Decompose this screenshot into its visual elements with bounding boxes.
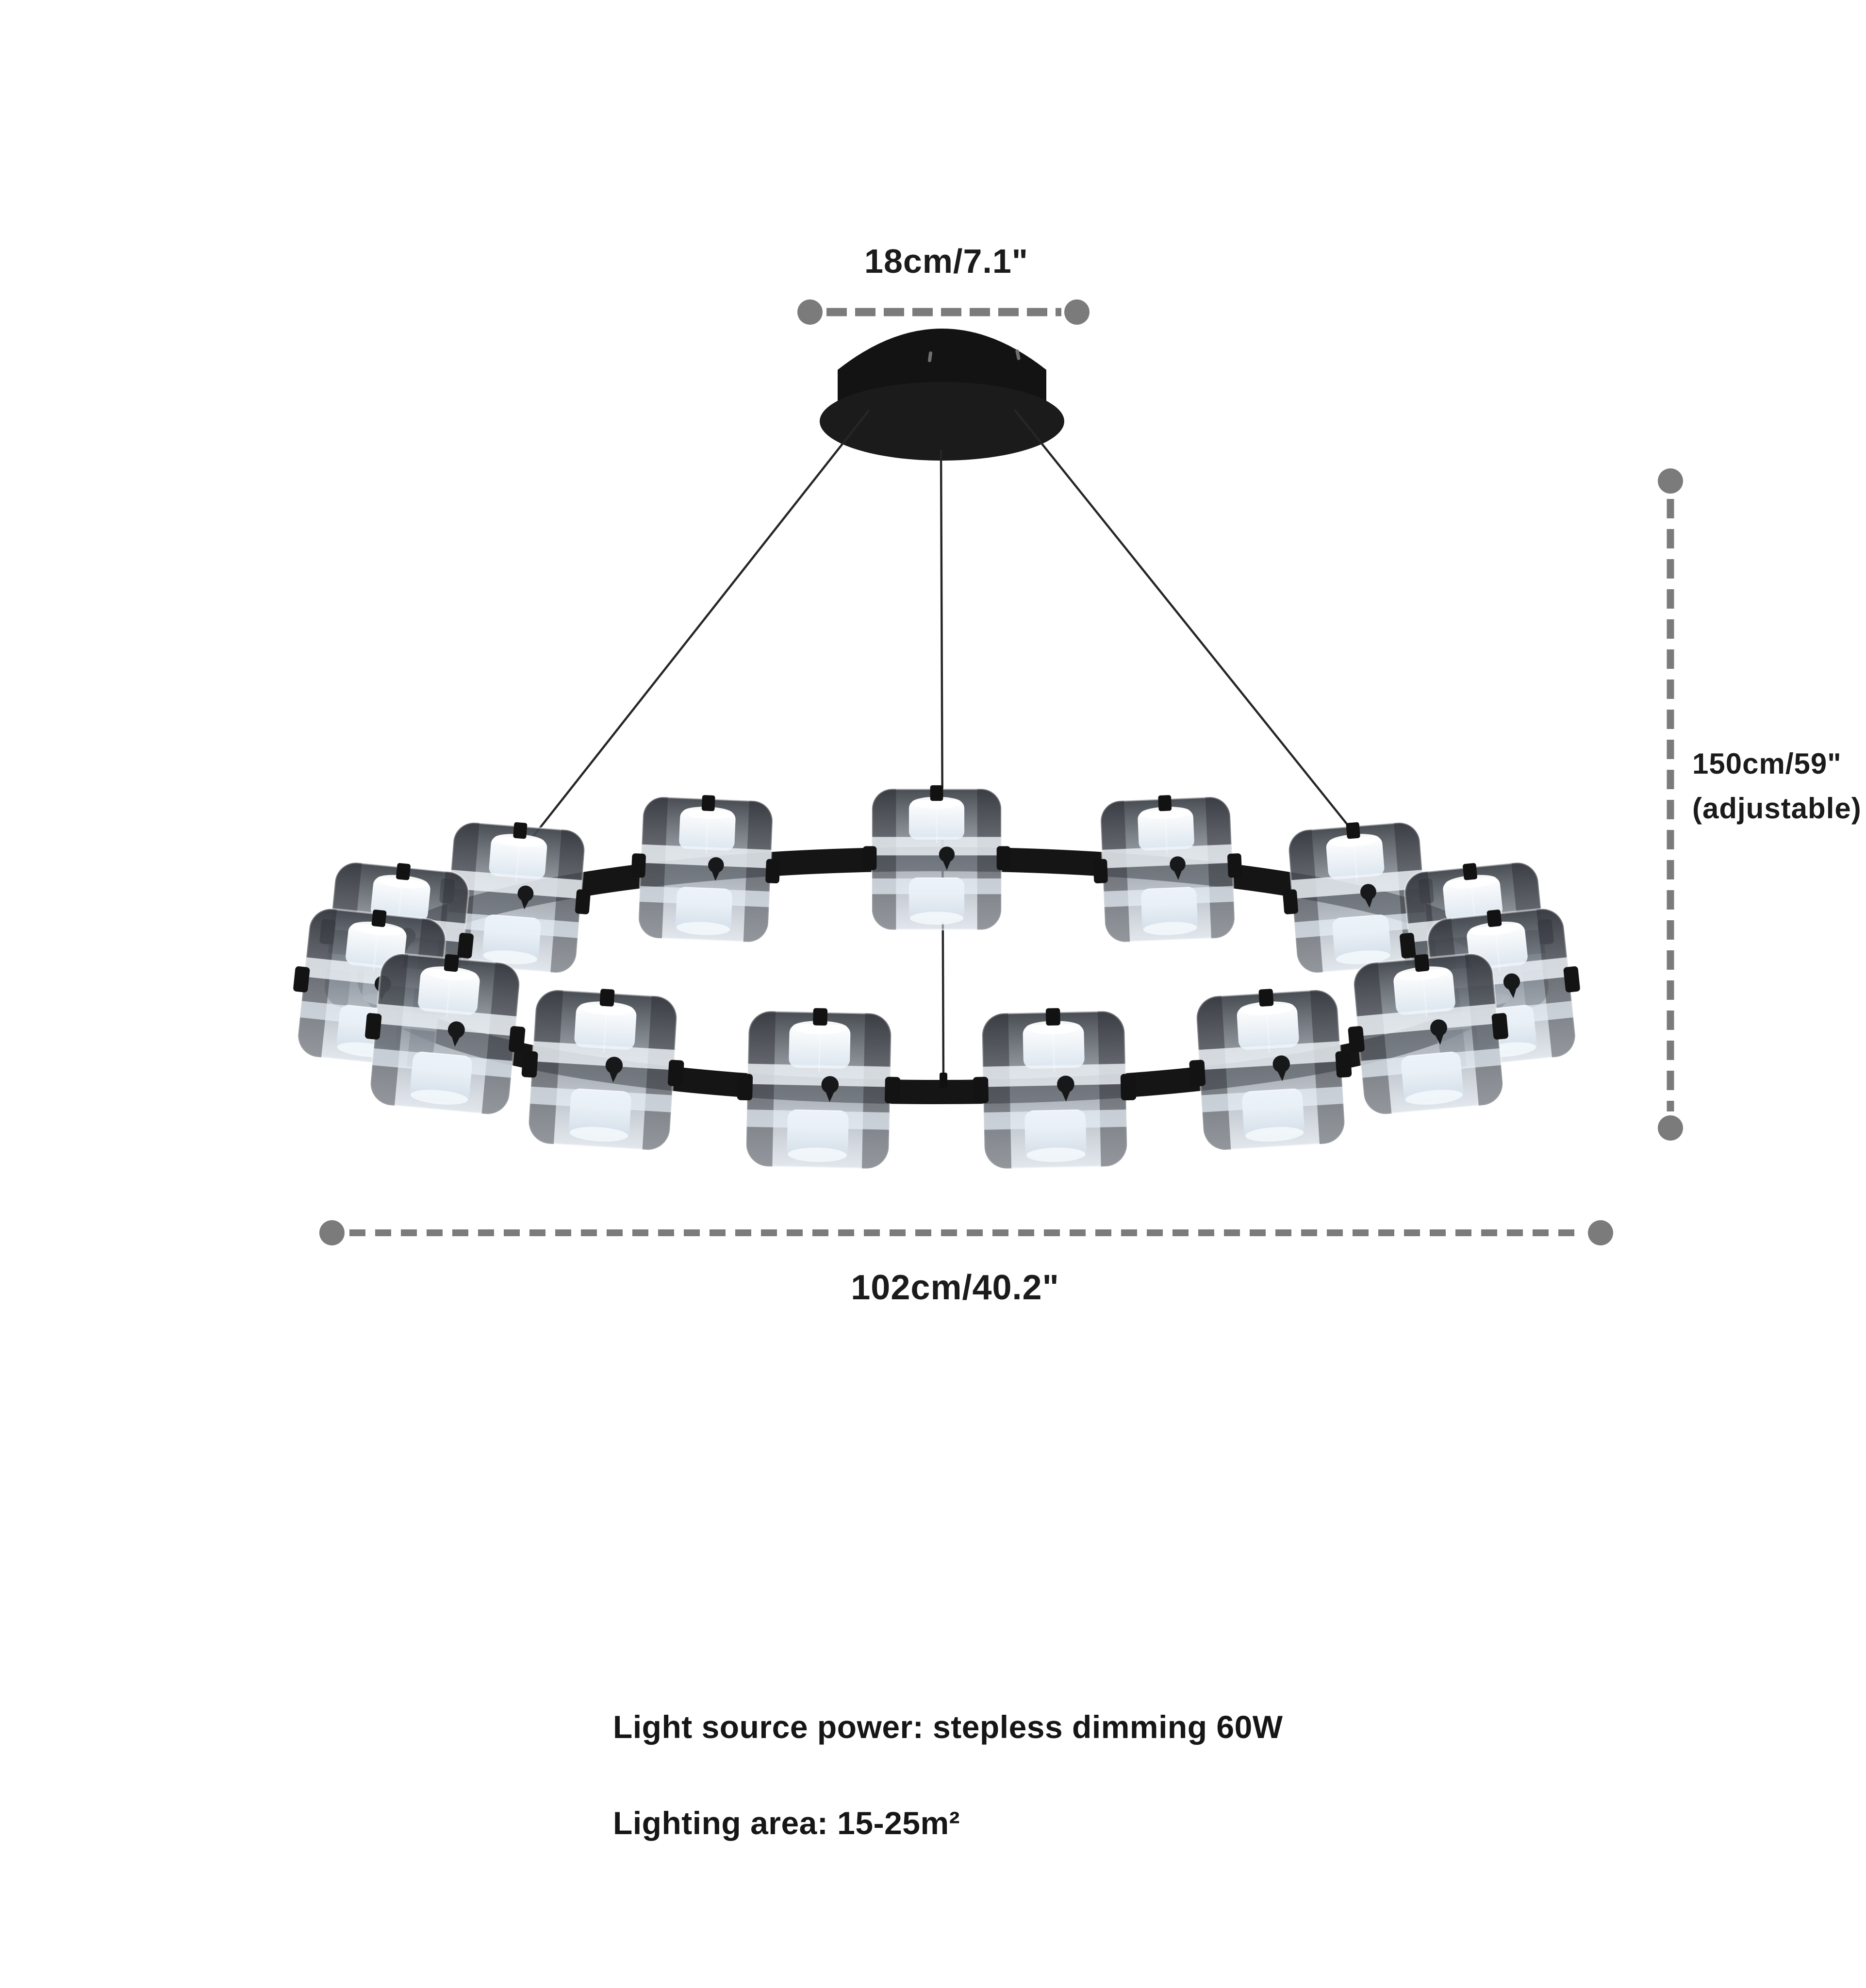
glass-shade (863, 785, 1010, 930)
glass-shade (517, 984, 688, 1152)
glass-shade (359, 947, 531, 1117)
glass-shade (736, 1007, 902, 1169)
spec-light-source-power: Light source power: stepless dimming 60W (613, 1709, 1283, 1745)
dimension-label-height: 150cm/59" (adjustable) (1692, 742, 1862, 831)
dimension-line-diameter (319, 1220, 1613, 1245)
dimension-label-diameter: 102cm/40.2" (851, 1268, 1059, 1307)
glass-shade (628, 792, 783, 943)
spec-lighting-area: Lighting area: 15-25m² (613, 1805, 960, 1841)
dimension-height-note: (adjustable) (1692, 792, 1862, 825)
glass-shade (1090, 792, 1245, 943)
dimension-line-height (1658, 468, 1683, 1141)
glass-shade (1342, 947, 1515, 1117)
glass-shade (1185, 984, 1356, 1152)
glass-shades (286, 785, 1587, 1169)
dimension-label-canopy-width: 18cm/7.1" (864, 242, 1028, 280)
ceiling-canopy (820, 329, 1064, 461)
dimension-height-value: 150cm/59" (1692, 747, 1842, 780)
wire-connector (940, 1073, 947, 1088)
suspension-wires (523, 409, 1355, 1085)
glass-shade (972, 1007, 1138, 1169)
dimension-line-canopy-width (797, 299, 1090, 325)
